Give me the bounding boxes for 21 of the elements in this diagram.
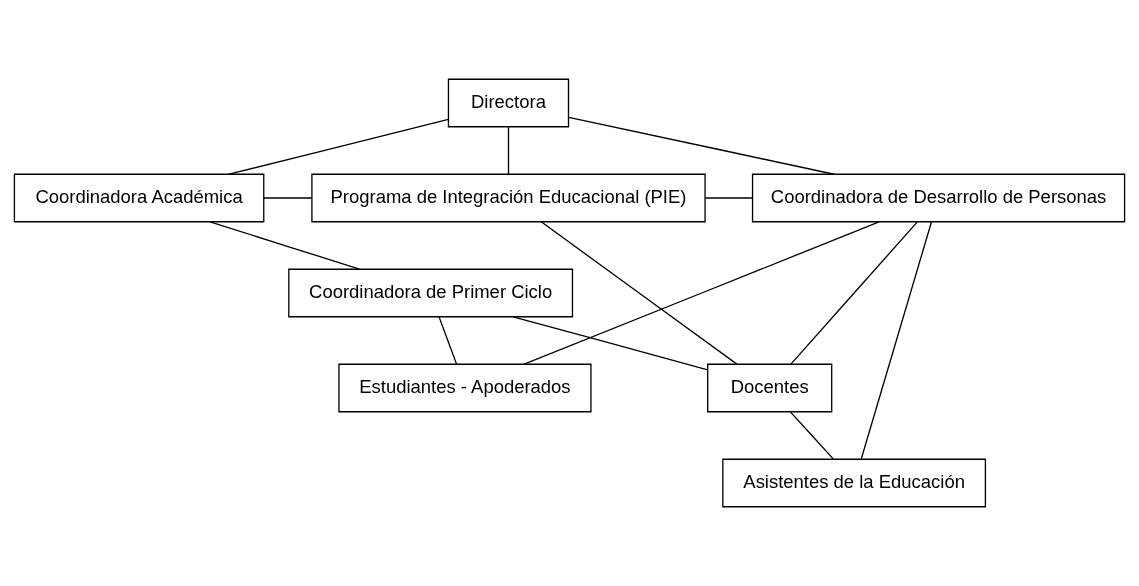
node-box: Programa de Integración Educacional (PIE) [311,173,706,223]
node-box: Estudiantes - Apoderados [338,363,592,413]
connector [209,221,361,270]
connector [512,316,709,371]
connector [860,221,933,460]
connector [523,221,880,365]
node-box: Asistentes de la Educación [722,458,987,508]
connector [263,197,313,199]
node-box: Coordinadora de Primer Ciclo [288,268,574,318]
node-box: Docentes [707,363,833,413]
node-box: Directora [447,78,570,128]
connector [704,197,754,199]
connector [568,116,835,175]
connector [438,316,458,365]
connector [789,411,835,460]
node-box: Coordinadora de Desarrollo de Personas [751,173,1126,223]
connector [540,221,738,365]
connector [507,126,510,175]
connector [228,118,449,175]
connector [790,221,918,365]
node-box: Coordinadora Académica [13,173,265,223]
